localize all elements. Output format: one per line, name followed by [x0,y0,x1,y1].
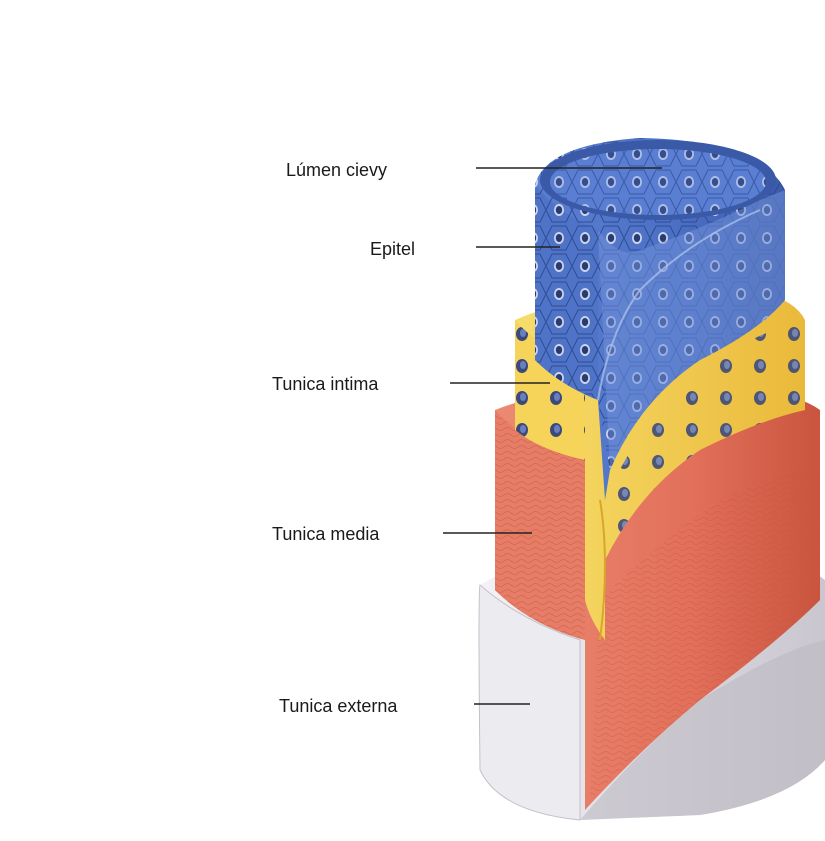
label-epitel: Epitel [370,238,415,260]
label-tunica-media: Tunica media [272,523,379,545]
label-tunica-externa: Tunica externa [279,695,397,717]
label-tunica-intima: Tunica intima [272,373,378,395]
label-lumen: Lúmen cievy [286,159,387,181]
